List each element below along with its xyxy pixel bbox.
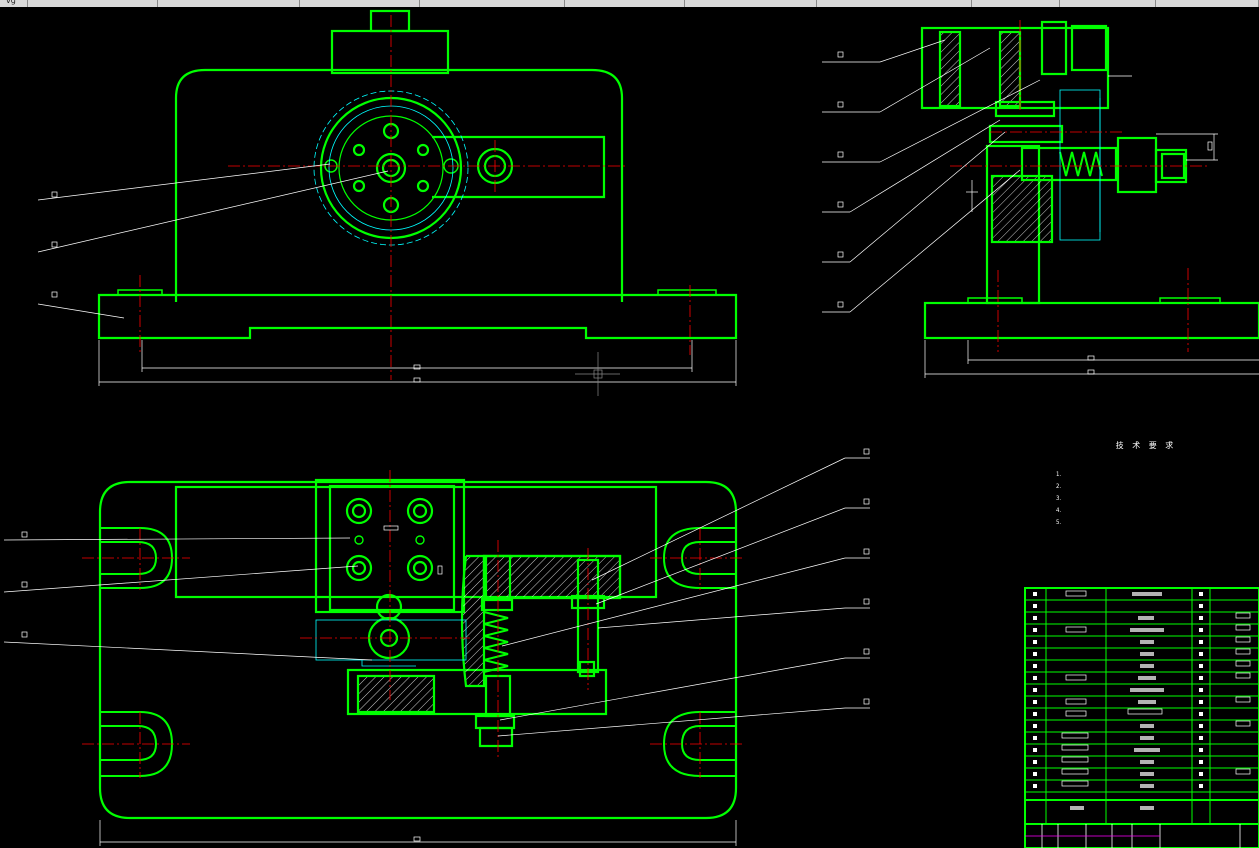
- requirement-line: 5.: [1056, 519, 1062, 526]
- plan-leaders: [3, 448, 870, 846]
- plan-spring: [483, 611, 509, 673]
- file-tab[interactable]: [158, 0, 300, 7]
- file-tab[interactable]: [1156, 0, 1259, 7]
- side-base-plate: [923, 301, 1259, 340]
- plan-centerlines: [82, 470, 745, 778]
- file-tab[interactable]: [817, 0, 972, 7]
- side-spring-housing: [1020, 146, 1118, 182]
- side-hidden-lines: [1059, 89, 1101, 241]
- top-clamp-block: [330, 29, 450, 75]
- front-centerlines: [139, 15, 691, 380]
- technical-requirements-title: 技 术 要 求: [1115, 441, 1177, 450]
- plan-view: [98, 478, 738, 820]
- swing-arm: [432, 135, 606, 199]
- requirement-line: 4.: [1056, 507, 1062, 514]
- requirement-line: 2.: [1056, 483, 1062, 490]
- file-tab[interactable]: vg: [0, 0, 28, 7]
- parts-list-table: [1024, 587, 1259, 848]
- file-tab[interactable]: [972, 0, 1060, 7]
- technical-requirements: 技 术 要 求 1. 2. 3. 4. 5.: [1056, 440, 1236, 529]
- side-centerlines: [950, 20, 1210, 352]
- front-body-outline: [174, 68, 624, 302]
- requirement-line: 3.: [1056, 495, 1062, 502]
- requirement-line: 1.: [1056, 471, 1062, 478]
- front-dimensions: [37, 163, 737, 396]
- drawing-canvas[interactable]: [0, 7, 1259, 848]
- file-tab[interactable]: [685, 0, 817, 7]
- file-tab[interactable]: [300, 0, 420, 7]
- file-tab[interactable]: [420, 0, 565, 7]
- file-tab[interactable]: [565, 0, 685, 7]
- file-tab[interactable]: [1060, 0, 1156, 7]
- plan-hidden-lines: [315, 619, 467, 667]
- file-tab-bar: vg: [0, 0, 1259, 7]
- file-tab[interactable]: [28, 0, 158, 7]
- top-knurled-nut: [369, 9, 411, 33]
- side-view: [920, 20, 1259, 340]
- side-leaders: [822, 39, 1259, 378]
- base-plate: [97, 293, 738, 340]
- file-tab-label: vg: [6, 0, 16, 5]
- plan-base-plate: [98, 480, 738, 820]
- front-view: [97, 9, 738, 340]
